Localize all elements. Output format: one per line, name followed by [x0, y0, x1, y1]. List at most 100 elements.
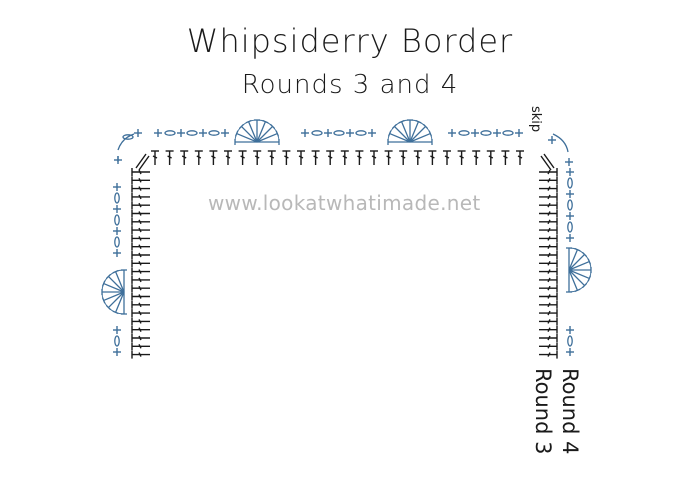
treble-stitch: [131, 242, 150, 251]
chain-stitch: [567, 199, 573, 211]
diagram-title: Whipsiderry Border: [186, 22, 514, 60]
treble-stitch: [131, 267, 150, 276]
treble-stitch: [297, 150, 305, 165]
chain-stitch: [122, 134, 134, 140]
chain-stitch: [114, 192, 120, 204]
single-crochet-stitch: [566, 234, 574, 242]
chain-stitch: [333, 130, 345, 136]
single-crochet-stitch: [221, 129, 229, 137]
treble-stitch: [539, 350, 558, 359]
treble-stitch: [539, 300, 558, 309]
treble-stitch: [253, 150, 262, 165]
fan-shell: [101, 269, 127, 315]
treble-stitch: [165, 150, 174, 165]
chain-stitch: [114, 214, 120, 226]
treble-stitch: [131, 334, 150, 342]
treble-stitch: [539, 242, 558, 251]
chain-stitch: [114, 335, 120, 347]
treble-stitch: [539, 234, 558, 243]
single-crochet-stitch: [566, 326, 574, 334]
treble-stitch: [180, 150, 189, 165]
single-crochet-stitch: [448, 129, 456, 137]
single-crochet-stitch: [565, 158, 573, 166]
treble-stitch: [539, 209, 558, 218]
treble-stitch: [131, 259, 150, 268]
corner-stitch-right: [540, 153, 555, 171]
chain-stitch: [567, 221, 573, 233]
treble-stitch: [384, 150, 393, 165]
chain-stitch: [208, 130, 220, 136]
single-crochet-stitch: [113, 326, 121, 334]
single-crochet-stitch: [301, 129, 309, 137]
treble-stitch: [539, 309, 558, 318]
chain-stitch: [458, 130, 470, 136]
single-crochet-stitch: [134, 129, 142, 137]
single-crochet-stitch: [113, 227, 121, 235]
treble-stitch: [131, 226, 150, 235]
single-crochet-stitch: [566, 212, 574, 220]
treble-stitch: [472, 150, 481, 165]
treble-stitch: [516, 150, 524, 165]
single-crochet-stitch: [548, 136, 556, 144]
treble-stitch: [539, 251, 558, 259]
treble-stitch: [539, 267, 558, 276]
treble-stitch: [340, 150, 349, 165]
single-crochet-stitch: [566, 168, 574, 176]
single-crochet-stitch: [113, 183, 121, 191]
chain-stitch: [502, 130, 514, 136]
treble-stitch: [370, 150, 378, 165]
watermark-url: www.lookatwhatimade.net: [208, 191, 481, 215]
treble-stitch: [539, 259, 558, 268]
single-crochet-stitch: [346, 129, 354, 137]
treble-stitch: [539, 226, 558, 235]
single-crochet-stitch: [199, 129, 207, 137]
single-crochet-stitch: [515, 129, 523, 137]
treble-stitch: [539, 292, 558, 301]
round-4-stitches: [101, 119, 592, 356]
treble-stitch: [194, 150, 203, 165]
treble-stitch: [501, 150, 510, 165]
single-crochet-stitch: [493, 129, 501, 137]
chain-stitch: [164, 130, 176, 136]
treble-stitch: [131, 217, 150, 226]
treble-stitch: [224, 150, 232, 165]
treble-stitch: [443, 150, 451, 165]
corner-chain-right: [552, 133, 569, 153]
single-crochet-stitch: [471, 129, 479, 137]
treble-stitch: [428, 150, 437, 165]
treble-stitch: [399, 150, 408, 165]
treble-stitch: [131, 284, 150, 293]
treble-stitch: [326, 150, 335, 165]
treble-stitch: [151, 150, 159, 165]
treble-stitch: [131, 168, 150, 176]
fan-shell: [387, 119, 433, 145]
treble-stitch: [238, 150, 247, 165]
treble-stitch: [355, 150, 364, 165]
chain-stitch: [567, 177, 573, 189]
treble-stitch: [539, 334, 558, 342]
single-crochet-stitch: [114, 156, 122, 164]
fan-shell: [566, 247, 592, 293]
treble-stitch: [131, 342, 150, 351]
treble-stitch: [131, 275, 150, 284]
chain-stitch: [186, 130, 198, 136]
treble-stitch: [311, 150, 320, 165]
chain-stitch: [355, 130, 367, 136]
treble-stitch: [539, 317, 558, 326]
treble-stitch: [539, 325, 558, 334]
round-3-stitches: [131, 150, 558, 359]
treble-stitch: [131, 234, 150, 243]
single-crochet-stitch: [368, 129, 376, 137]
single-crochet-stitch: [113, 249, 121, 257]
treble-stitch: [131, 300, 150, 309]
diagram-subtitle: Rounds 3 and 4: [241, 70, 459, 100]
treble-stitch: [539, 192, 558, 201]
chain-stitch: [480, 130, 492, 136]
treble-stitch: [539, 168, 558, 176]
treble-stitch: [539, 176, 558, 185]
single-crochet-stitch: [566, 190, 574, 198]
treble-stitch: [131, 317, 150, 326]
single-crochet-stitch: [566, 348, 574, 356]
single-crochet-stitch: [113, 348, 121, 356]
